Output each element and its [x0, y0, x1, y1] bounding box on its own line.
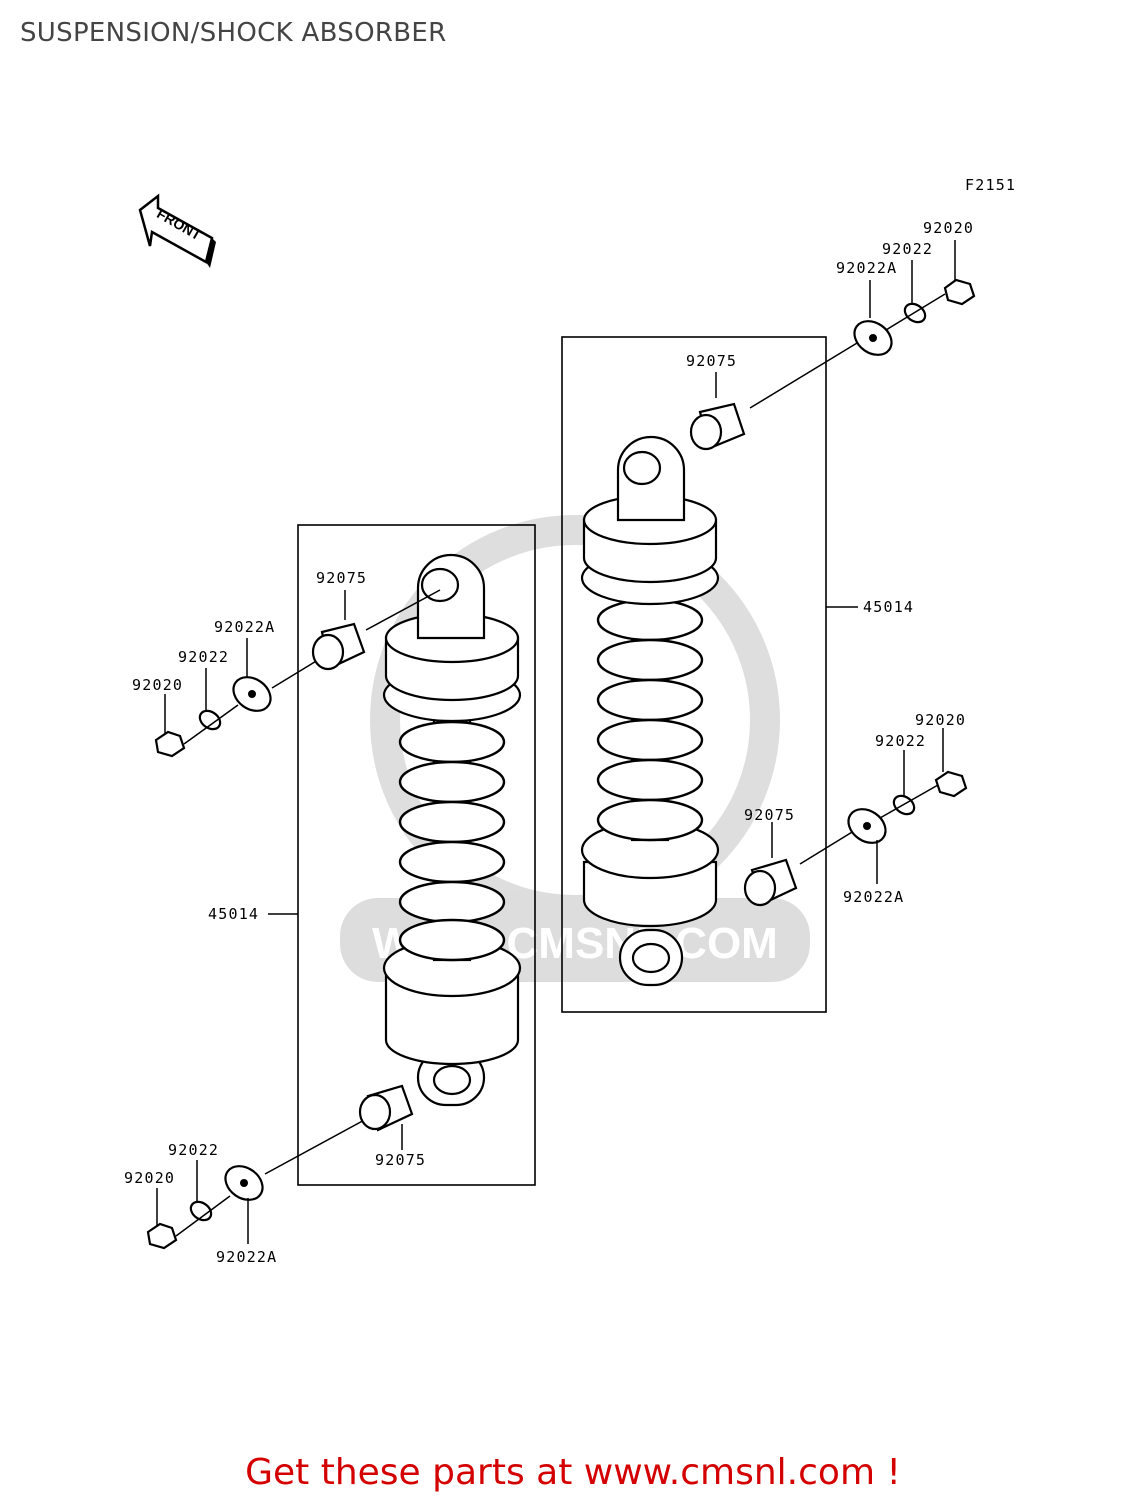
page-title: SUSPENSION/SHOCK ABSORBER [20, 18, 447, 48]
callout-left-assembly: 45014 [208, 905, 259, 923]
left-assembly-box [297, 524, 536, 1186]
exploded-parts-diagram: WWW.CMSNL.COM F2151 FRONT 45014 [124, 176, 1016, 1266]
right-top-bushing [689, 402, 746, 451]
callout-right-top-bushing: 92075 [686, 352, 737, 370]
left-shock-absorber [382, 553, 522, 1107]
callout-left-top-bushing: 92075 [316, 569, 367, 587]
left-bottom-bushing [358, 1084, 414, 1132]
left-bottom-washer [189, 1200, 213, 1222]
left-bottom-nut [146, 1222, 178, 1250]
promo-banner[interactable]: Get these parts at www.cmsnl.com ! [0, 1452, 1146, 1493]
left-top-nut [154, 730, 186, 758]
callout-right-bottom-washer: 92022 [875, 732, 926, 750]
right-bottom-bushing [743, 858, 798, 907]
callout-right-bottom-bushing: 92075 [744, 806, 795, 824]
right-assembly-box [561, 336, 827, 1013]
callout-right-assembly: 45014 [863, 598, 914, 616]
callout-right-top-nut: 92020 [923, 219, 974, 237]
figure-code: F2151 [965, 176, 1016, 194]
callout-left-top-nut: 92020 [132, 676, 183, 694]
callout-left-bottom-bushing: 92075 [375, 1151, 426, 1169]
callout-right-bottom-washer-a: 92022A [843, 888, 904, 906]
callout-left-bottom-nut: 92020 [124, 1169, 175, 1187]
callout-right-top-washer-a: 92022A [836, 259, 897, 277]
left-top-bushing [311, 622, 366, 671]
callout-left-top-washer-a: 92022A [214, 618, 275, 636]
promo-link[interactable]: Get these parts at www.cmsnl.com ! [245, 1452, 901, 1493]
left-top-washer [198, 709, 222, 731]
right-top-nut [943, 278, 976, 306]
callout-left-top-washer: 92022 [178, 648, 229, 666]
front-arrow-icon: FRONT [138, 193, 216, 268]
callout-right-bottom-nut: 92020 [915, 711, 966, 729]
right-bottom-nut [934, 770, 968, 798]
callout-left-bottom-washer-a: 92022A [216, 1248, 277, 1266]
right-shock-absorber [580, 435, 720, 987]
callout-right-top-washer: 92022 [882, 240, 933, 258]
callout-left-bottom-washer: 92022 [168, 1141, 219, 1159]
